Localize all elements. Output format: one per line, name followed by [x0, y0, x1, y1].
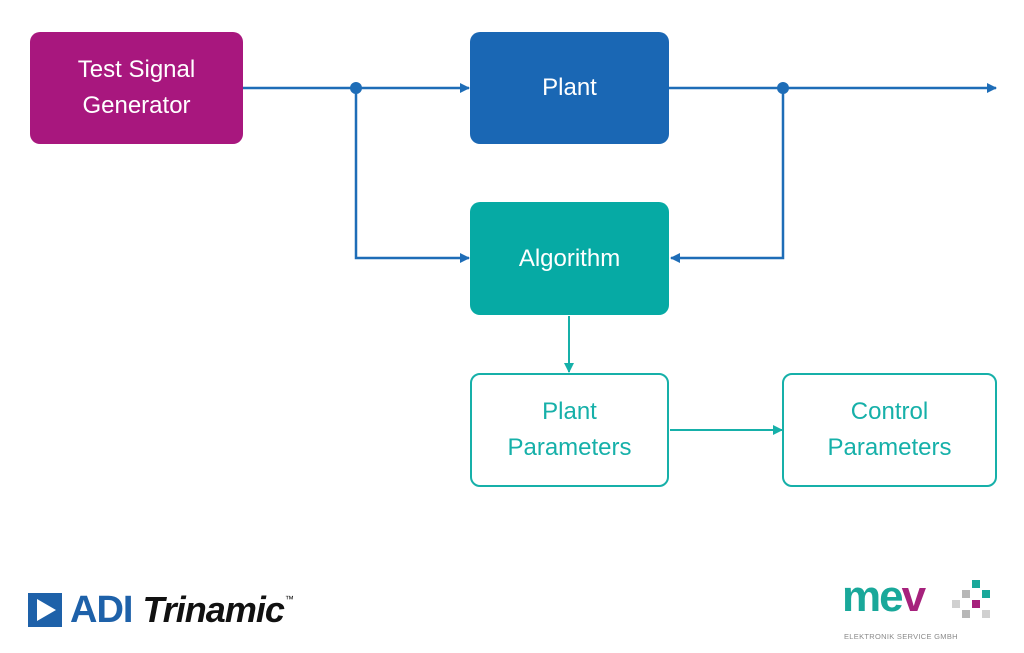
- mev-subtitle: ELEKTRONIK SERVICE GMBH: [844, 632, 958, 641]
- wire-input-to-algorithm: [354, 88, 470, 263]
- plant-parameters-block: Plant Parameters: [470, 373, 669, 487]
- trademark-mark: ™: [284, 594, 294, 604]
- wire-output-to-algorithm: [670, 88, 785, 263]
- mev-dots-icon: [952, 580, 990, 618]
- adi-triangle-icon: [28, 593, 62, 627]
- mev-logo: mev ELEKTRONIK SERVICE GMBH: [838, 572, 1000, 646]
- algorithm-label: Algorithm: [518, 244, 621, 272]
- trinamic-wordmark: Trinamic: [142, 589, 284, 630]
- adi-trinamic-logo: ADI Trinamic ™: [28, 588, 294, 632]
- control-parameters-block: Control Parameters: [782, 373, 997, 487]
- plant-label: Plant: [542, 74, 597, 101]
- test-signal-generator-block: Test Signal Generator: [30, 32, 243, 144]
- adi-wordmark: ADI: [70, 588, 133, 631]
- plant-parameters-label: Plant Parameters: [507, 398, 632, 461]
- algorithm-block: Algorithm: [470, 202, 669, 315]
- control-parameters-label: Control Parameters: [827, 398, 952, 461]
- plant-block: Plant: [470, 32, 669, 144]
- mev-wordmark: mev: [842, 572, 926, 621]
- test-signal-generator-label: Test Signal Generator: [77, 56, 196, 119]
